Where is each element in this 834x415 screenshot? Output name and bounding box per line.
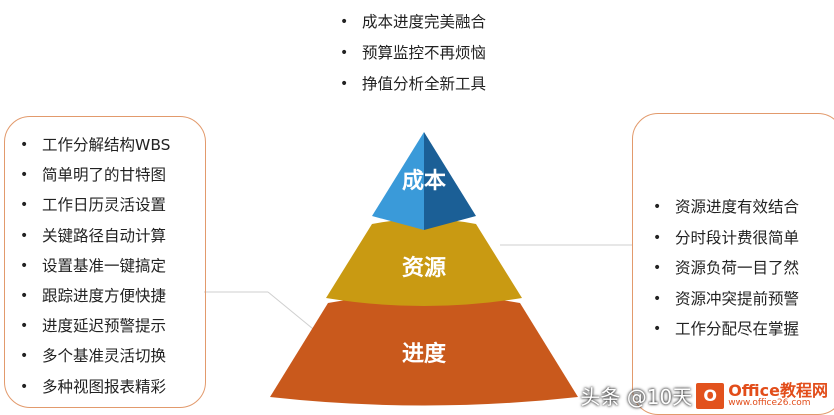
pyramid-middle-layer [326, 219, 522, 306]
left-connector-line-slant [267, 291, 319, 334]
list-item: 工作分解结构WBS [18, 131, 171, 161]
pyramid-bottom-label: 进度 [402, 341, 447, 367]
watermark-url: www.office26.com [728, 398, 811, 408]
watermark-brand: Office教程网 [728, 381, 828, 400]
list-item: 分时段计费很简单 [651, 224, 799, 255]
top-bullet-list: 成本进度完美融合 预算监控不再烦恼 挣值分析全新工具 [338, 8, 486, 101]
list-item: 进度延迟预警提示 [18, 312, 171, 342]
office-logo-icon: O [696, 382, 725, 409]
list-item: 资源负荷一目了然 [651, 254, 799, 285]
left-rounded-box [4, 116, 206, 408]
list-item: 资源进度有效结合 [651, 193, 799, 224]
watermark: 头条 @10天 O Office教程网 www.office26.com [580, 381, 828, 410]
right-bullet-list: 资源进度有效结合 分时段计费很简单 资源负荷一目了然 资源冲突提前预警 工作分配… [651, 193, 799, 346]
list-item: 成本进度完美融合 [338, 8, 486, 39]
list-item: 工作分配尽在掌握 [651, 315, 799, 346]
watermark-site: Office教程网 www.office26.com [728, 383, 828, 408]
pyramid-middle-label: 资源 [402, 256, 446, 281]
pyramid-bottom-layer [270, 294, 578, 406]
watermark-text: 头条 @10天 [580, 385, 693, 409]
pyramid-top-right-face [424, 132, 476, 230]
list-item: 资源冲突提前预警 [651, 285, 799, 316]
list-item: 预算监控不再烦恼 [338, 39, 486, 70]
list-item: 挣值分析全新工具 [338, 70, 486, 101]
list-item: 设置基准一键搞定 [18, 252, 171, 282]
list-item: 工作日历灵活设置 [18, 191, 171, 221]
list-item: 多个基准灵活切换 [18, 342, 171, 372]
list-item: 简单明了的甘特图 [18, 161, 171, 191]
pyramid-top-left-face [372, 132, 424, 230]
pyramid-top-label: 成本 [402, 169, 446, 194]
list-item: 跟踪进度方便快捷 [18, 282, 171, 312]
list-item: 关键路径自动计算 [18, 222, 171, 252]
left-bullet-list: 工作分解结构WBS 简单明了的甘特图 工作日历灵活设置 关键路径自动计算 设置基… [18, 131, 171, 403]
list-item: 多种视图报表精彩 [18, 373, 171, 403]
